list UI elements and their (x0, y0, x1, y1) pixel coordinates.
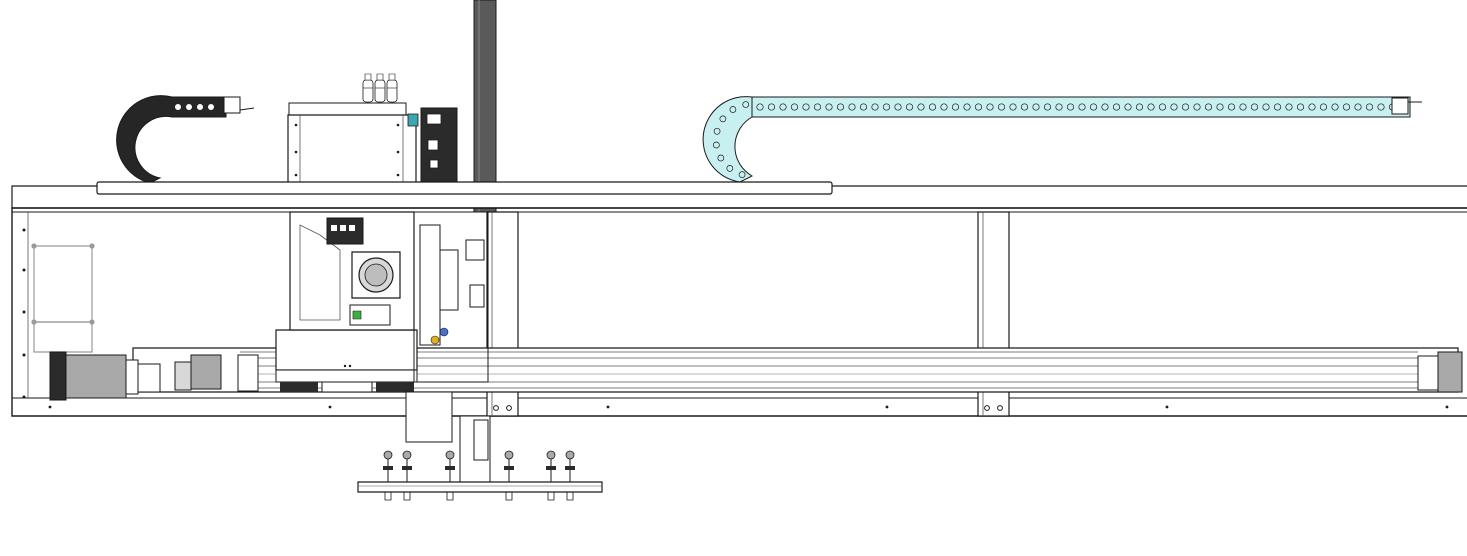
guide-outline (32, 244, 94, 352)
suction-cup-icon (358, 451, 602, 500)
cable-chain-right-icon (703, 97, 1422, 182)
top-plate (12, 182, 1467, 208)
rail-carriage (276, 330, 417, 392)
main-frame (12, 208, 1467, 416)
drive-box (408, 108, 457, 183)
cable-chain-left-icon (117, 96, 254, 183)
pneumatic-valve-icon (363, 74, 397, 102)
z-axis-column (290, 212, 490, 482)
right-end-cap (1418, 352, 1462, 392)
top-carriage (288, 103, 416, 183)
servo-motor-icon (50, 352, 258, 400)
vertical-pole (474, 0, 496, 212)
